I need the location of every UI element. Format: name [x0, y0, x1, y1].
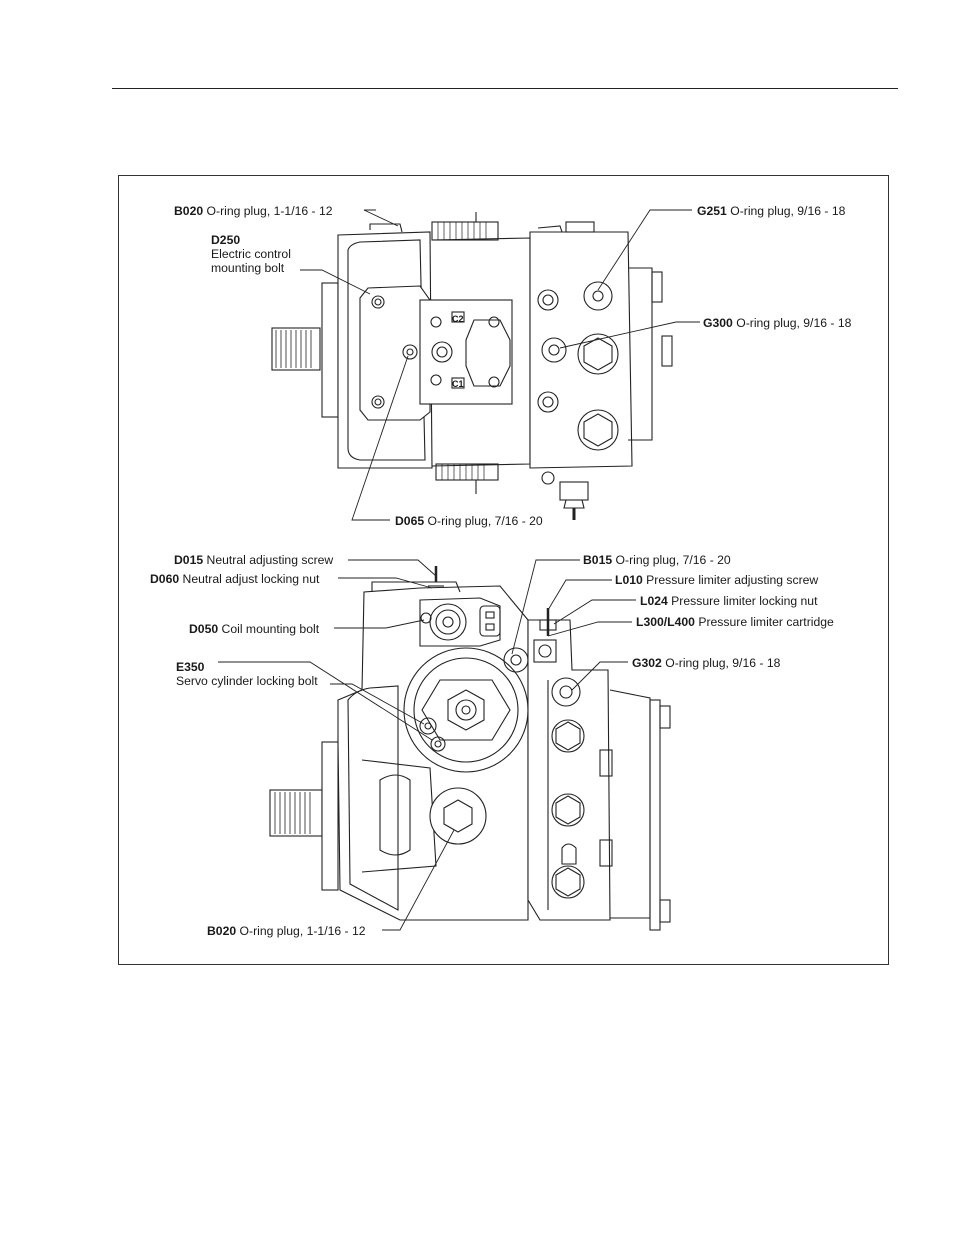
callout-top-g251: G251 O-ring plug, 9/16 - 18	[697, 204, 846, 218]
callout-bot-b020: B020 O-ring plug, 1-1/16 - 12	[207, 924, 366, 938]
callout-bot-g302: G302 O-ring plug, 9/16 - 18	[632, 656, 781, 670]
callout-bot-b015: B015 O-ring plug, 7/16 - 20	[583, 553, 731, 567]
callout-top-g300: G300 O-ring plug, 9/16 - 18	[703, 316, 852, 330]
connector-mark-c2: C2	[452, 314, 464, 324]
callout-top-d065: D065 O-ring plug, 7/16 - 20	[395, 514, 543, 528]
callout-bot-d050: D050 Coil mounting bolt	[189, 622, 320, 636]
connector-mark-c1: C1	[452, 379, 464, 389]
leader-lines	[218, 209, 700, 931]
callout-bot-l024: L024 Pressure limiter locking nut	[640, 594, 818, 608]
header-rule	[112, 88, 898, 89]
figure-frame	[118, 175, 889, 965]
callout-top-b020: B020 O-ring plug, 1-1/16 - 12	[174, 204, 333, 218]
callout-top-d250: D250 Electric control mounting bolt	[211, 233, 291, 275]
callout-bot-l300: L300/L400 Pressure limiter cartridge	[636, 615, 834, 629]
bottom-view-pump	[269, 566, 671, 931]
callout-bot-d015: D015 Neutral adjusting screw	[174, 553, 334, 567]
top-view-pump	[271, 212, 673, 520]
callout-bot-l010: L010 Pressure limiter adjusting screw	[615, 573, 819, 587]
callout-bot-e350: E350 Servo cylinder locking bolt	[176, 660, 318, 688]
callout-bot-d060: D060 Neutral adjust locking nut	[150, 572, 320, 586]
